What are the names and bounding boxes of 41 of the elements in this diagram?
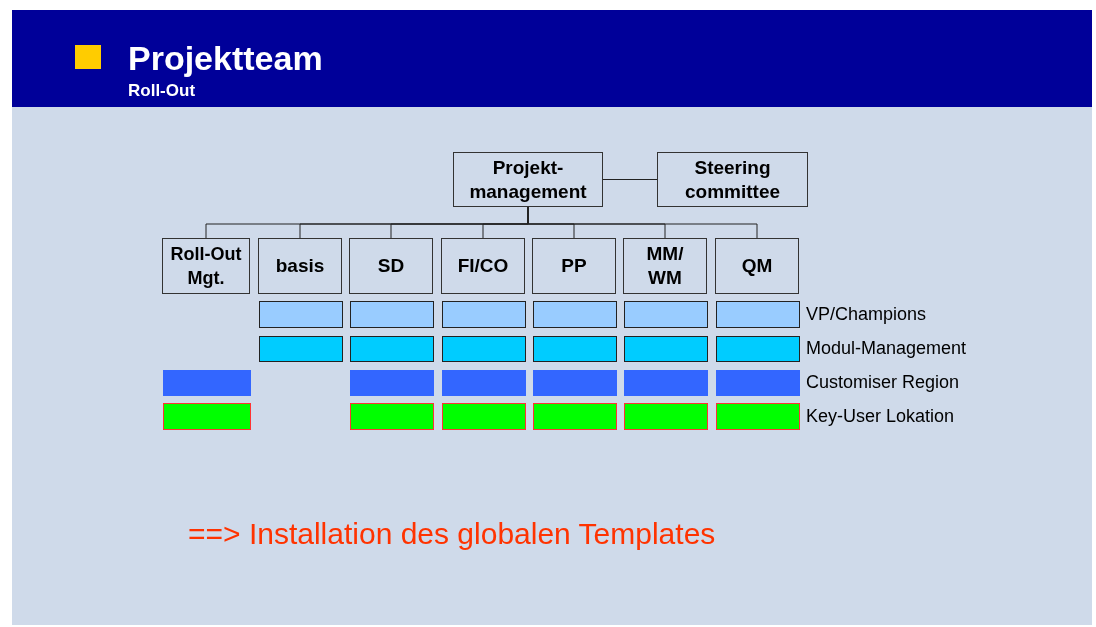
row-label: VP/Champions xyxy=(806,303,927,325)
module-box: Roll-Out Mgt. xyxy=(162,238,250,294)
row-label: Modul-Management xyxy=(806,337,967,359)
module-management-bar xyxy=(259,336,343,362)
module-box: SD xyxy=(349,238,433,294)
key-user-bar xyxy=(624,403,708,430)
customiser-bar xyxy=(533,370,617,396)
module-box: FI/CO xyxy=(441,238,525,294)
key-user-bar xyxy=(350,403,434,430)
module-box: MM/ WM xyxy=(623,238,707,294)
customiser-bar xyxy=(716,370,800,396)
customiser-bar xyxy=(442,370,526,396)
connector-line xyxy=(602,179,658,180)
champion-bar xyxy=(533,301,617,328)
module-management-bar xyxy=(350,336,434,362)
conclusion-text: ==> Installation des globalen Templates xyxy=(188,516,716,552)
champion-bar xyxy=(259,301,343,328)
key-user-bar xyxy=(716,403,800,430)
org-box: Projekt- management xyxy=(453,152,603,207)
module-management-bar xyxy=(716,336,800,362)
module-management-bar xyxy=(533,336,617,362)
customiser-bar xyxy=(163,370,251,396)
customiser-bar xyxy=(624,370,708,396)
key-user-bar xyxy=(163,403,251,430)
champion-bar xyxy=(350,301,434,328)
champion-bar xyxy=(716,301,800,328)
key-user-bar xyxy=(533,403,617,430)
champion-bar xyxy=(624,301,708,328)
row-label: Key-User Lokation xyxy=(806,405,955,427)
module-management-bar xyxy=(624,336,708,362)
key-user-bar xyxy=(442,403,526,430)
slide-subtitle: Roll-Out xyxy=(128,81,196,101)
row-label: Customiser Region xyxy=(806,371,960,393)
module-box: QM xyxy=(715,238,799,294)
customiser-bar xyxy=(350,370,434,396)
module-box: PP xyxy=(532,238,616,294)
module-management-bar xyxy=(442,336,526,362)
slide-title: Projektteam xyxy=(128,38,323,78)
org-box: Steering committee xyxy=(657,152,808,207)
module-box: basis xyxy=(258,238,342,294)
champion-bar xyxy=(442,301,526,328)
